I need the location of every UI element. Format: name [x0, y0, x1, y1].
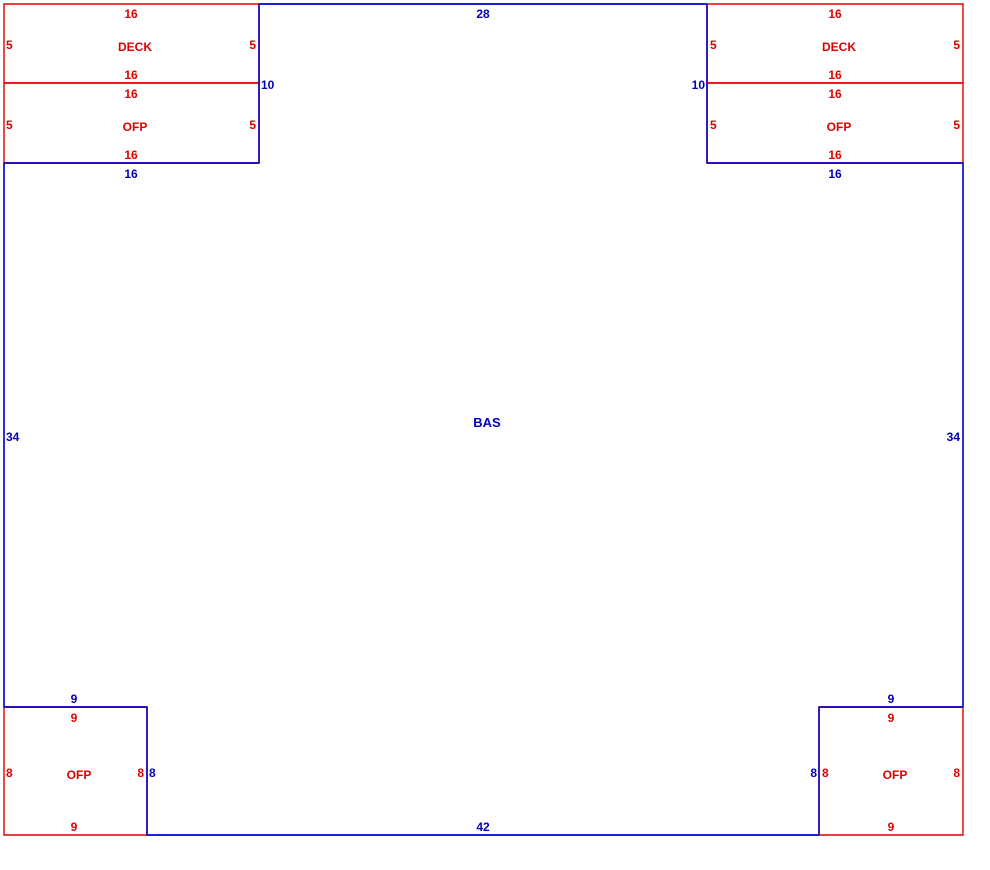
deck-right-dim-top: 16	[828, 7, 842, 21]
bas-dim-bottom-left-vertical: 8	[149, 766, 156, 780]
ofp-right-bottom-label: OFP	[883, 768, 908, 782]
ofp-left-bottom-dim-top: 9	[71, 711, 78, 725]
bas-dim-left: 34	[6, 430, 20, 444]
ofp-right-top-dim-left: 5	[710, 118, 717, 132]
ofp-left-top-dim-top: 16	[124, 87, 138, 101]
deck-left-label: DECK	[118, 40, 152, 54]
ofp-right-bottom-dim-top: 9	[888, 711, 895, 725]
bas-dim-left-notch: 10	[261, 78, 275, 92]
bas-dim-bottom: 42	[476, 820, 490, 834]
ofp-right-top-dim-right: 5	[953, 118, 960, 132]
bas-dim-bottom-right-step: 9	[888, 692, 895, 706]
bas-dim-bottom-left-step: 9	[71, 692, 78, 706]
ofp-left-bottom-label: OFP	[67, 768, 92, 782]
ofp-left-top-dim-right: 5	[249, 118, 256, 132]
deck-left-dim-top: 16	[124, 7, 138, 21]
ofp-right-top-dim-bottom: 16	[828, 148, 842, 162]
ofp-right-top-dim-top: 16	[828, 87, 842, 101]
bas-label: BAS	[473, 415, 501, 430]
bas-dim-right-notch: 10	[692, 78, 706, 92]
deck-left-dim-left: 5	[6, 38, 13, 52]
deck-left-dim-bottom: 16	[124, 68, 138, 82]
ofp-left-top-dim-bottom: 16	[124, 148, 138, 162]
ofp-left-bottom-dim-bottom: 9	[71, 820, 78, 834]
deck-right-dim-left: 5	[710, 38, 717, 52]
bas-dim-top-right-step: 16	[828, 167, 842, 181]
bas-dim-top: 28	[476, 7, 490, 21]
deck-right-dim-right: 5	[953, 38, 960, 52]
bas-dim-top-left-step: 16	[124, 167, 138, 181]
ofp-left-bottom-dim-left: 8	[6, 766, 13, 780]
ofp-right-bottom-dim-bottom: 9	[888, 820, 895, 834]
ofp-left-top-dim-left: 5	[6, 118, 13, 132]
bas-dim-right: 34	[947, 430, 961, 444]
ofp-right-bottom-dim-left: 8	[822, 766, 829, 780]
bas-dim-bottom-right-vertical: 8	[810, 766, 817, 780]
deck-right-label: DECK	[822, 40, 856, 54]
ofp-right-bottom-dim-right: 8	[953, 766, 960, 780]
deck-left-dim-right: 5	[249, 38, 256, 52]
ofp-right-top-label: OFP	[827, 120, 852, 134]
ofp-left-bottom-dim-right: 8	[137, 766, 144, 780]
deck-right-dim-bottom: 16	[828, 68, 842, 82]
ofp-left-top-label: OFP	[123, 120, 148, 134]
